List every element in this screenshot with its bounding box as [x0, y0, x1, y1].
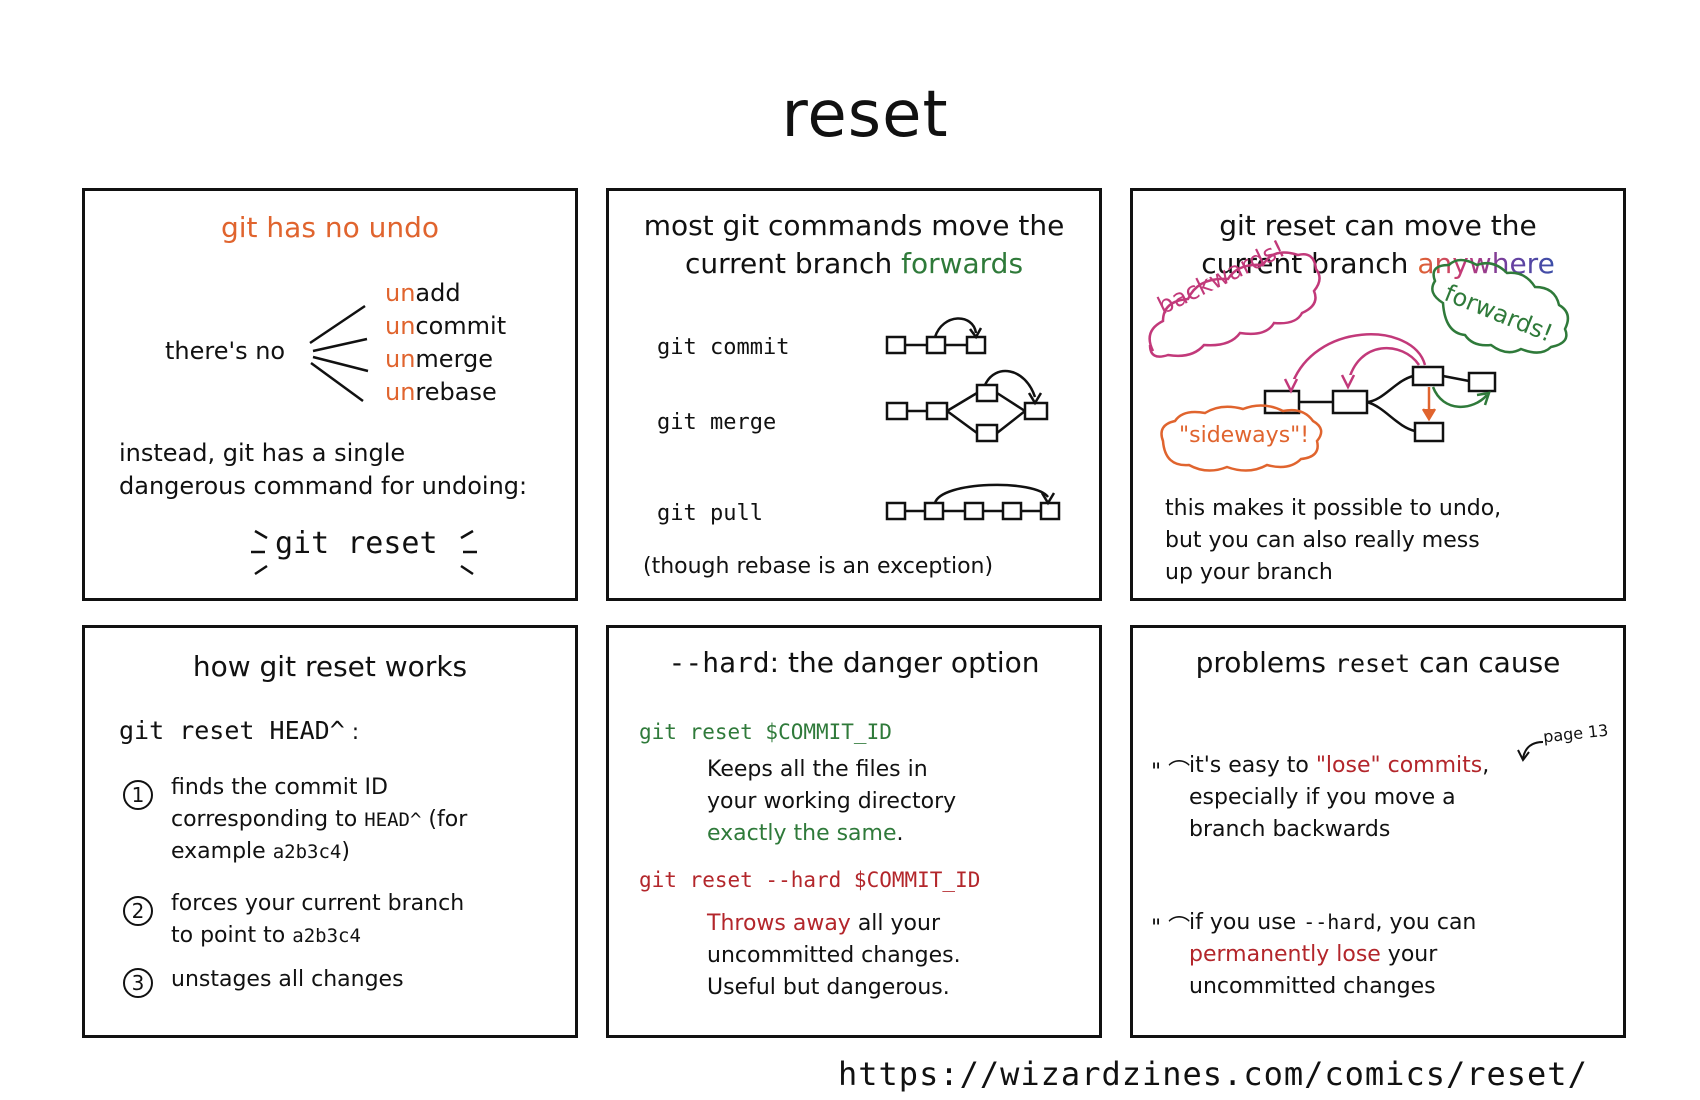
panel-heading: git has no undo — [221, 211, 439, 244]
problem-2: if you use --hard, you can permanently l… — [1189, 910, 1477, 999]
step-3-text: unstages all changes — [171, 967, 404, 992]
page-reference-arrow — [1517, 741, 1544, 762]
step-1-text: finds the commit ID corresponding to HEA… — [171, 775, 468, 864]
panel-heading: most git commands move the current branc… — [643, 209, 1065, 280]
problem-1: it's easy to "lose" commits, especially … — [1189, 753, 1490, 842]
emphasis-marks — [251, 529, 477, 576]
word-unrebase: unrebase — [385, 378, 497, 406]
backwards-bubble — [1148, 251, 1321, 358]
panel-body: this makes it possible to undo, but you … — [1165, 496, 1502, 585]
panel-heading: problems reset can cause — [1195, 646, 1561, 679]
footnote: (though rebase is an exception) — [643, 554, 994, 579]
panel-no-undo: git has no undo there's no unadd uncommi… — [82, 188, 578, 601]
soft-description: Keeps all the files in your working dire… — [707, 757, 957, 846]
branch-diagram — [1148, 251, 1570, 472]
word-unmerge: unmerge — [385, 345, 494, 373]
page-title: reset — [781, 78, 949, 152]
panel-anywhere: git reset can move the current branch an… — [1130, 188, 1626, 601]
forwards-bubble — [1431, 258, 1570, 354]
git-reset-command: git reset — [275, 526, 438, 561]
label-git-commit: git commit — [657, 335, 790, 360]
panel-heading: --hard: the danger option — [668, 646, 1040, 679]
command-line: git reset HEAD^ : — [119, 716, 360, 745]
pull-diagram — [885, 483, 1061, 521]
bubble-sideways: "sideways"! — [1179, 423, 1310, 448]
step-2-number: 2 — [123, 896, 153, 926]
merge-diagram — [885, 369, 1049, 443]
panel-body: instead, git has a single dangerous comm… — [119, 439, 528, 500]
source-url[interactable]: https://wizardzines.com/comics/reset/ — [838, 1055, 1588, 1093]
step-1-number: 1 — [123, 780, 153, 810]
word-uncommit: uncommit — [385, 312, 507, 340]
hard-description: Throws away all your uncommitted changes… — [707, 911, 961, 1000]
frown-icon: " ⌒ — [1151, 916, 1191, 941]
commit-diagram — [885, 317, 987, 355]
step-2-text: forces your current branch to point to a… — [171, 891, 465, 948]
panel-heading: how git reset works — [192, 650, 468, 683]
panel-how-it-works: how git reset works git reset HEAD^ : 1 … — [82, 625, 578, 1038]
theres-no-label: there's no — [165, 337, 286, 365]
panel-heading: git reset can move the current branch an… — [1201, 209, 1555, 280]
cmd-reset-hard: git reset --hard $COMMIT_ID — [639, 868, 981, 892]
label-git-merge: git merge — [657, 410, 777, 435]
label-git-pull: git pull — [657, 501, 763, 526]
panel-hard-option: --hard: the danger option git reset $COM… — [606, 625, 1102, 1038]
sideways-bubble — [1160, 404, 1323, 472]
panel-forwards: most git commands move the current branc… — [606, 188, 1102, 601]
frown-icon: " ⌒ — [1151, 760, 1191, 785]
undo-word-list: unadd uncommit unmerge unrebase — [385, 277, 506, 409]
fan-lines — [309, 304, 369, 403]
step-3-number: 3 — [123, 968, 153, 998]
panel-problems: problems reset can cause page 13 " ⌒ it'… — [1130, 625, 1626, 1038]
cmd-reset-soft: git reset $COMMIT_ID — [639, 720, 892, 744]
word-unadd: unadd — [385, 279, 461, 307]
